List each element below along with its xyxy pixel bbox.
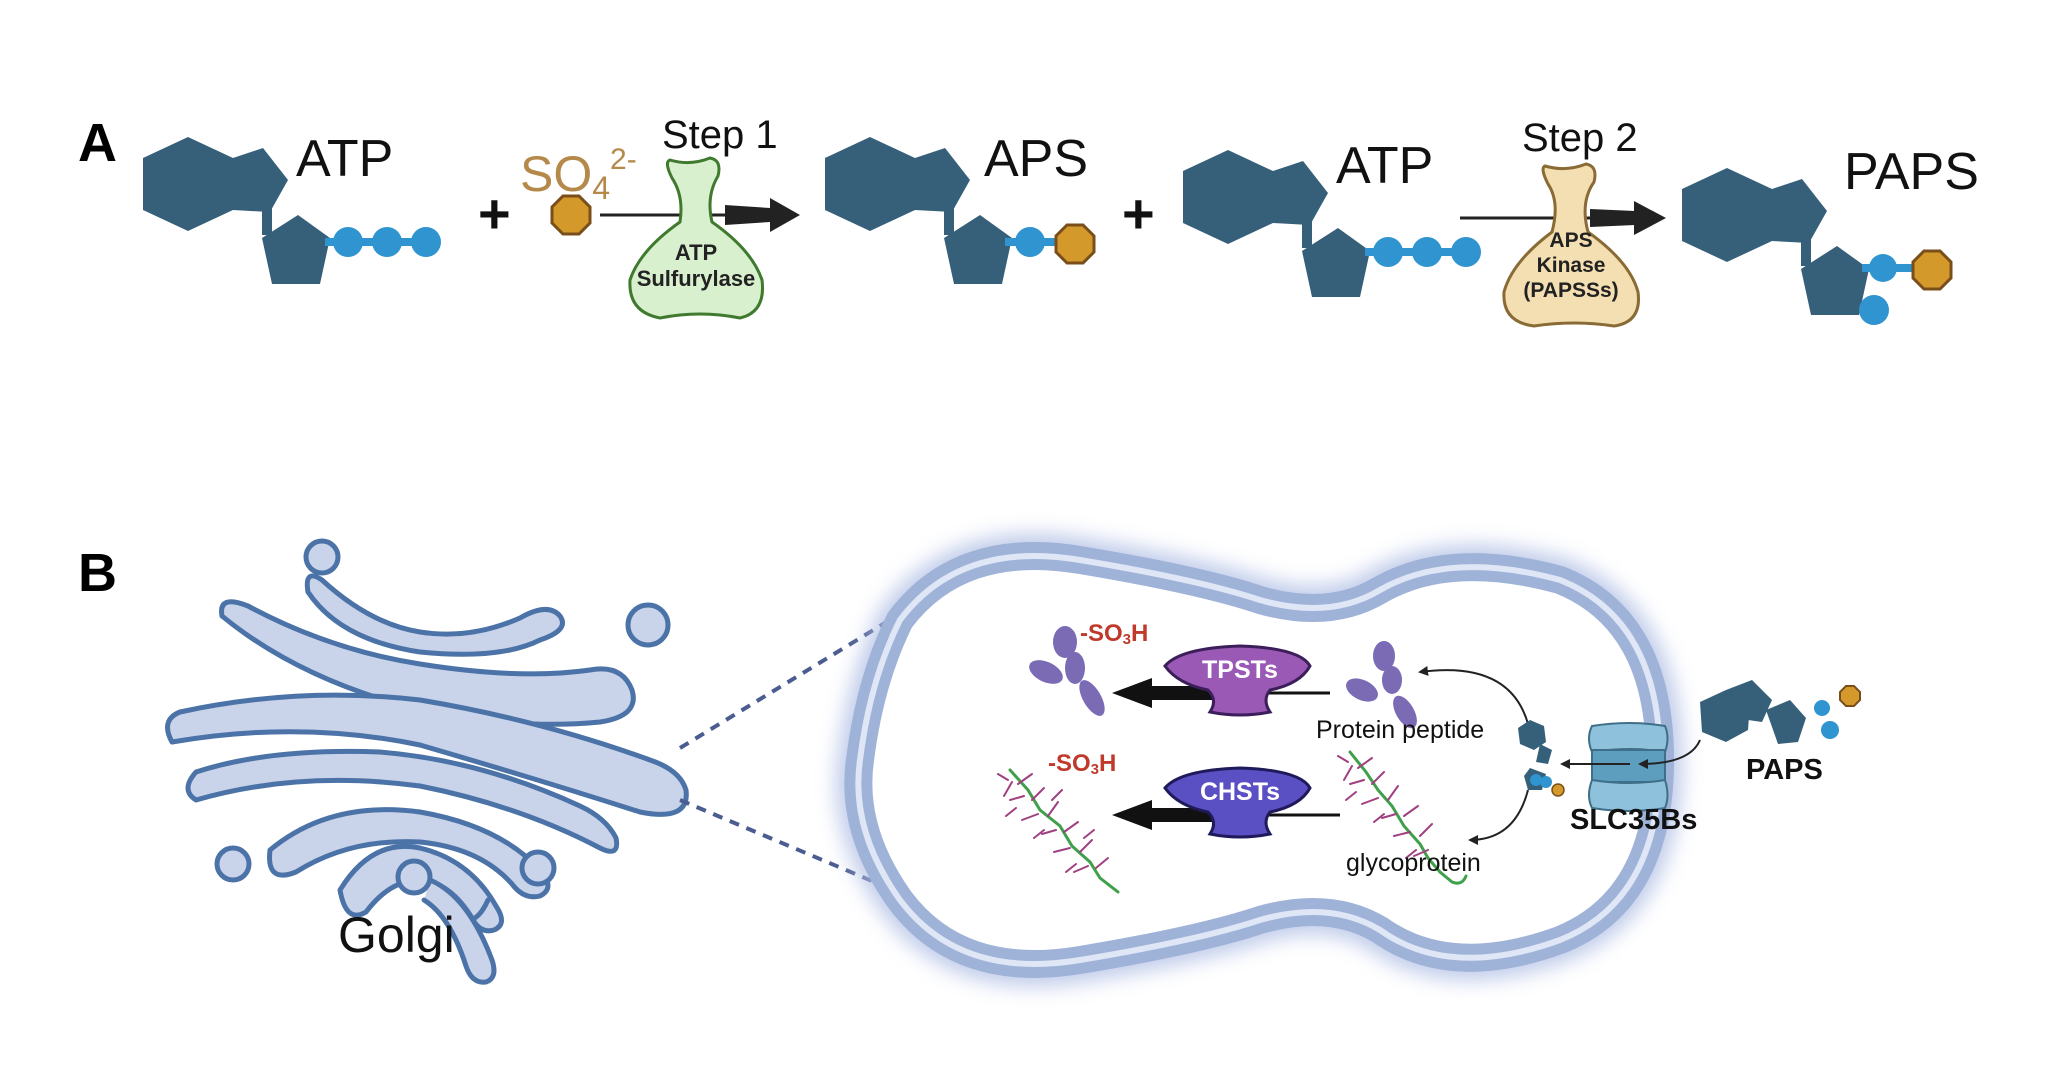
sulfate-subscript: 4 bbox=[592, 170, 611, 206]
step1-arrowhead-icon bbox=[770, 198, 800, 232]
so3h-label-protein: -SO3H bbox=[1080, 620, 1149, 648]
phosphate-icon bbox=[1869, 254, 1897, 282]
sulfate-octagon-icon bbox=[1911, 249, 1953, 291]
paps-to-glycoprotein-arrow bbox=[1468, 789, 1529, 845]
sulfated-protein-icon bbox=[1029, 626, 1105, 716]
enzyme-line: APS bbox=[1549, 229, 1593, 252]
chsts-enzyme-icon bbox=[1163, 766, 1312, 839]
ribose-pentagon-icon bbox=[262, 215, 330, 284]
step2-label: Step 2 bbox=[1522, 116, 1638, 160]
atp-sulfurylase-label: ATP Sulfurylase bbox=[630, 240, 762, 292]
tpsts-arrowhead-icon bbox=[1112, 678, 1152, 708]
plus-sign-2: + bbox=[1122, 182, 1155, 245]
enzyme-line: ATP bbox=[674, 240, 718, 265]
so3h-sub: 3 bbox=[1090, 761, 1100, 778]
phosphate-icon bbox=[333, 227, 363, 257]
tpsts-enzyme-icon bbox=[1163, 644, 1312, 717]
so3h-sub: 3 bbox=[1122, 631, 1132, 648]
sulfate-octagon-icon bbox=[550, 194, 592, 236]
so3h-tail: H bbox=[1099, 750, 1117, 777]
sulfate-charge: 2- bbox=[610, 143, 637, 176]
atp-label-2: ATP bbox=[1336, 137, 1434, 195]
paps-molecule-outside bbox=[1700, 680, 1861, 744]
golgi-label: Golgi bbox=[338, 907, 455, 963]
zoom-line-top bbox=[678, 566, 977, 750]
protein-peptide-icon bbox=[1346, 641, 1417, 729]
protein-peptide-label: Protein peptide bbox=[1316, 716, 1485, 744]
plus-sign-1: + bbox=[478, 182, 511, 245]
paps-to-protein-arrow bbox=[1418, 665, 1529, 725]
phosphate-icon bbox=[1412, 237, 1442, 267]
phosphate-icon bbox=[1859, 295, 1889, 325]
aps-kinase-label: APS Kinase (PAPSSs) bbox=[1504, 228, 1638, 303]
enzyme-line: Kinase bbox=[1536, 254, 1606, 277]
phosphate-icon bbox=[1015, 227, 1045, 257]
phosphate-icon bbox=[411, 227, 441, 257]
adenine-hexagon-icon bbox=[143, 137, 233, 231]
step1-label: Step 1 bbox=[662, 113, 778, 157]
adenine-pentagon-icon bbox=[233, 148, 288, 212]
aps-label: APS bbox=[984, 130, 1089, 188]
sulfate-formula: SO42- bbox=[520, 143, 637, 206]
phosphate-icon bbox=[372, 227, 402, 257]
glycoprotein-icon bbox=[1337, 750, 1468, 885]
enzyme-line: (PAPSSs) bbox=[1523, 279, 1619, 302]
atp-sulfurylase-enzyme-icon bbox=[628, 156, 765, 320]
transport-arrow-outer bbox=[1638, 739, 1701, 769]
sulfate-base: SO bbox=[520, 146, 593, 202]
zoom-line-bottom bbox=[679, 798, 1013, 942]
paps-label-b: PAPS bbox=[1746, 754, 1823, 786]
atp-molecule-1 bbox=[143, 137, 441, 284]
panel-a-label: A bbox=[78, 113, 117, 173]
sulfated-glycoprotein-icon bbox=[997, 768, 1120, 894]
paps-molecule-inside bbox=[1518, 720, 1565, 797]
aps-molecule bbox=[825, 137, 1096, 284]
so3h-label-glycoprotein: -SO3H bbox=[1048, 750, 1117, 778]
golgi-icon bbox=[165, 538, 689, 985]
sulfate-octagon-icon bbox=[1054, 223, 1096, 265]
glycoprotein-label: glycoprotein bbox=[1346, 849, 1481, 877]
so3h-tail: H bbox=[1131, 620, 1149, 647]
step2-arrowhead-icon bbox=[1634, 201, 1666, 235]
chsts-arrowhead-icon bbox=[1112, 800, 1152, 830]
chsts-label: CHSTs bbox=[1199, 778, 1281, 806]
tpsts-label: TPSTs bbox=[1202, 656, 1278, 684]
so3h-base: -SO bbox=[1048, 750, 1091, 777]
phosphate-icon bbox=[1451, 237, 1481, 267]
paps-molecule bbox=[1682, 168, 1953, 325]
cisterna-membrane bbox=[836, 534, 1683, 986]
paps-label: PAPS bbox=[1844, 143, 1979, 201]
aps-kinase-enzyme-icon bbox=[1502, 162, 1640, 328]
phosphate-icon bbox=[1373, 237, 1403, 267]
so3h-base: -SO bbox=[1080, 620, 1123, 647]
atp-label-1: ATP bbox=[296, 130, 394, 188]
slc35bs-transporter-icon bbox=[1588, 722, 1669, 812]
atp-molecule-2 bbox=[1183, 150, 1481, 297]
enzyme-line: Sulfurylase bbox=[636, 266, 756, 291]
panel-b-label: B bbox=[78, 543, 117, 603]
slc35bs-label: SLC35Bs bbox=[1570, 804, 1698, 836]
